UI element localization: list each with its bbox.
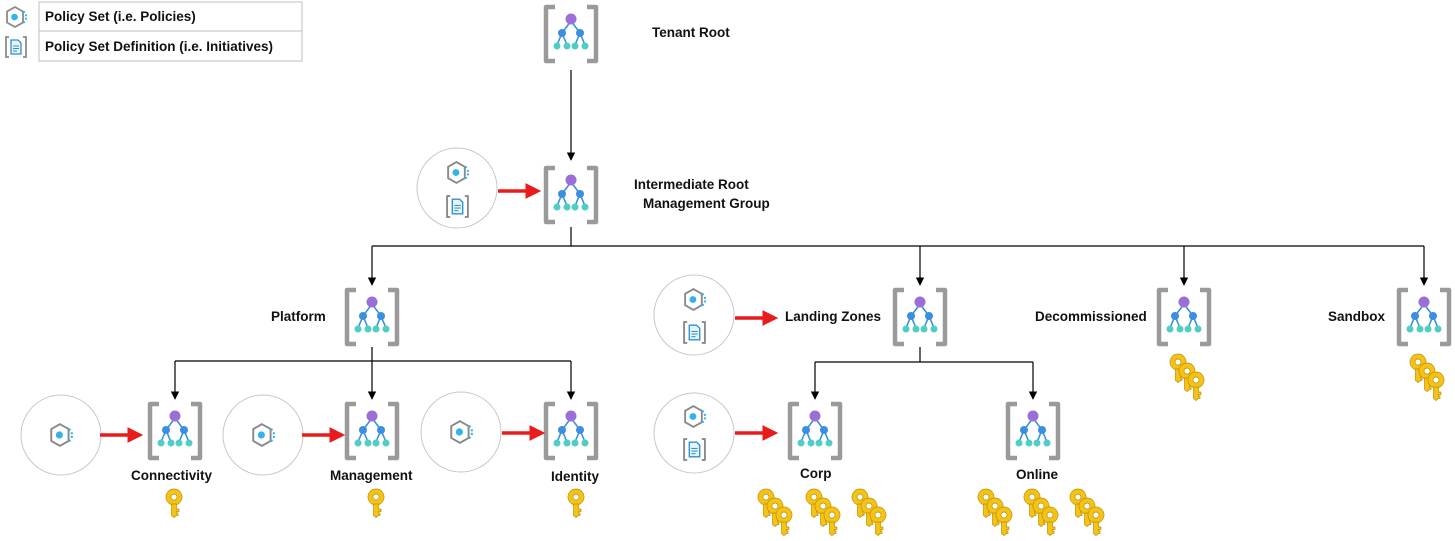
management-group-icon — [150, 404, 200, 458]
legend: Policy Set (i.e. Policies) Policy Set De… — [5, 1, 303, 62]
key-icon — [978, 489, 1012, 536]
policy-assignment-intermediate — [416, 147, 498, 229]
corp-label: Corp — [800, 466, 832, 481]
key-icon — [1410, 354, 1444, 401]
decommissioned-label: Decommissioned — [1035, 309, 1147, 324]
node-labels: Tenant Root Intermediate Root Management… — [131, 25, 1385, 484]
management-group-icon — [1008, 404, 1058, 458]
policy-assignment-connectivity — [20, 394, 102, 476]
key-icon — [852, 489, 886, 536]
key-icon — [367, 488, 385, 518]
key-icon — [165, 488, 183, 518]
connector-landing-zones-bus — [815, 347, 1033, 363]
management-group-icon — [546, 7, 596, 61]
identity-label: Identity — [551, 469, 599, 484]
online-label: Online — [1016, 467, 1058, 482]
key-icon — [758, 489, 792, 536]
key-icon — [1070, 489, 1104, 536]
landing-zones-label: Landing Zones — [785, 309, 881, 324]
tenant-root-label: Tenant Root — [652, 25, 730, 40]
management-group-icon — [790, 404, 840, 458]
connector-platform-bus — [175, 347, 571, 362]
platform-label: Platform — [271, 309, 326, 324]
policy-assignment-identity — [420, 391, 502, 473]
key-icon — [567, 488, 585, 518]
connectivity-label: Connectivity — [131, 468, 213, 483]
management-group-icon — [895, 290, 945, 344]
intermediate-root-label-line2: Management Group — [643, 196, 770, 211]
policy-assignment-corp — [653, 392, 735, 474]
management-group-icon — [1159, 290, 1209, 344]
connector-intermediate-bus — [372, 227, 1424, 247]
key-icon — [806, 489, 840, 536]
management-group-icon — [546, 168, 596, 222]
policy-assignment-landing-zones — [653, 274, 735, 356]
policy-assignment-management — [222, 394, 304, 476]
key-icon — [1024, 489, 1058, 536]
policy-assignment-arrows — [100, 183, 779, 443]
management-group-icon — [347, 290, 397, 344]
tree-connectors — [170, 70, 1429, 400]
legend-policy-set-label: Policy Set (i.e. Policies) — [45, 9, 196, 24]
policy-icon — [6, 6, 28, 28]
management-group-icon — [1399, 290, 1449, 344]
key-icon — [1170, 354, 1204, 401]
sandbox-label: Sandbox — [1328, 309, 1385, 324]
management-group-icon — [347, 404, 397, 458]
legend-policy-set-definition-label: Policy Set Definition (i.e. Initiatives) — [45, 39, 273, 54]
intermediate-root-label-line1: Intermediate Root — [634, 177, 749, 192]
management-group-icon — [546, 404, 596, 458]
management-label: Management — [330, 468, 413, 483]
initiative-icon — [5, 36, 27, 58]
